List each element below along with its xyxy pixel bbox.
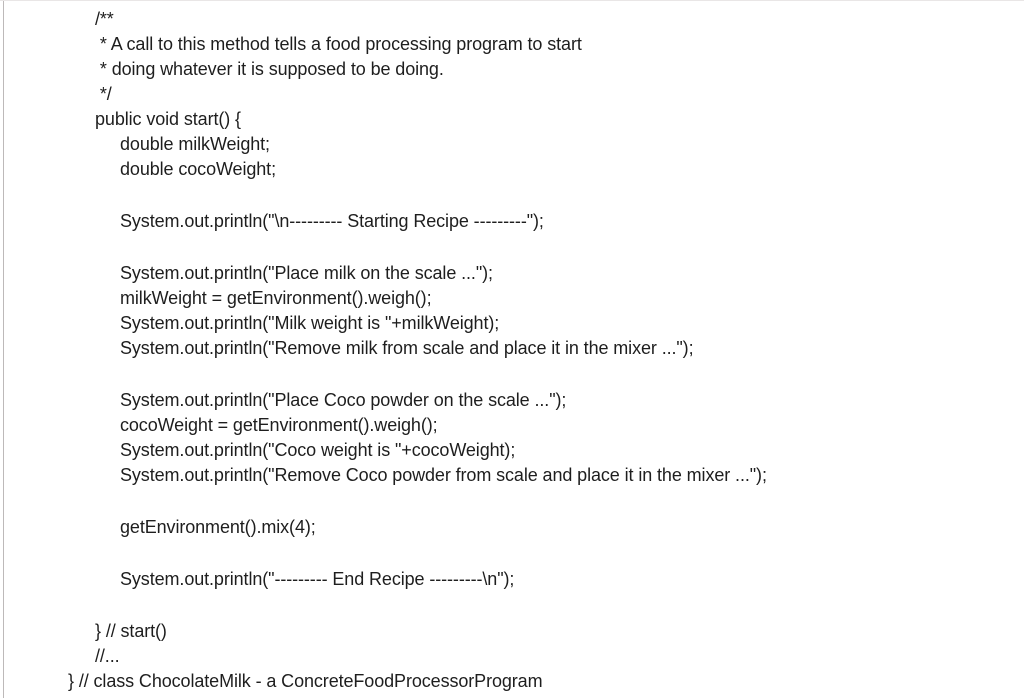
code-blank-line [68,592,767,619]
code-blank-line [68,234,767,261]
code-blank-line [68,488,767,515]
code-line: System.out.println("Place Coco powder on… [120,390,567,410]
code-line: System.out.println("Place milk on the sc… [120,263,493,283]
code-blank-line [68,182,767,209]
code-line: milkWeight = getEnvironment().weigh(); [120,288,432,308]
code-line: /** [95,9,114,29]
code-line: cocoWeight = getEnvironment().weigh(); [120,415,438,435]
code-line: System.out.println("Milk weight is "+mil… [120,313,500,333]
code-blank-line [68,361,767,388]
code-line: */ [95,84,112,104]
code-line: System.out.println("Coco weight is "+coc… [120,440,516,460]
code-line: * A call to this method tells a food pro… [95,34,582,54]
code-line: //... [95,646,120,666]
code-line: } // class ChocolateMilk - a ConcreteFoo… [68,671,543,691]
code-blank-line [68,540,767,567]
code-listing: /** * A call to this method tells a food… [0,1,767,694]
code-line: * doing whatever it is supposed to be do… [95,59,444,79]
code-line: } // start() [95,621,167,641]
code-line: double cocoWeight; [120,159,276,179]
code-line: public void start() { [95,109,241,129]
code-line: System.out.println("Remove Coco powder f… [120,465,767,485]
code-line: System.out.println("\n--------- Starting… [120,211,544,231]
code-line: System.out.println("Remove milk from sca… [120,338,694,358]
code-line: System.out.println("--------- End Recipe… [120,569,515,589]
code-line: double milkWeight; [120,134,270,154]
code-line: getEnvironment().mix(4); [120,517,316,537]
